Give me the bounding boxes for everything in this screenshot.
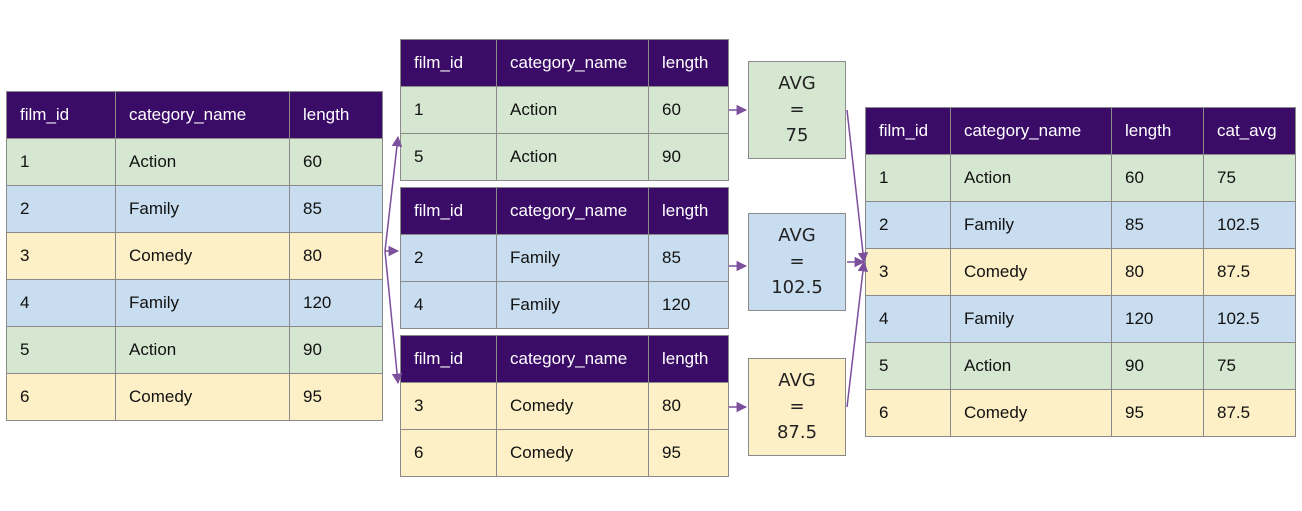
cell-category-name: Action (115, 326, 290, 374)
arrow-avg-action-to-result (846, 109, 869, 264)
avg-label: AVG (778, 370, 816, 391)
avg-value: 75 (785, 125, 809, 146)
avg-box-comedy: AVG = 87.5 (748, 358, 846, 456)
cell-category-name: Comedy (950, 389, 1112, 437)
avg-box-action: AVG = 75 (748, 61, 846, 159)
cell-cat-avg: 87.5 (1203, 389, 1296, 437)
header-category-name: category_name (496, 335, 649, 383)
cell-category-name: Comedy (950, 248, 1112, 296)
cell-length: 60 (289, 138, 383, 186)
arrow-source-to-action (384, 135, 403, 252)
cell-cat-avg: 75 (1203, 154, 1296, 202)
cell-length: 95 (648, 429, 729, 477)
avg-equals: = (789, 396, 805, 417)
cell-category-name: Comedy (496, 429, 649, 477)
cell-category-name: Action (496, 133, 649, 181)
cell-length: 120 (648, 281, 729, 329)
result-header-row: film_id category_name length cat_avg (865, 107, 1296, 155)
cell-length: 85 (1111, 201, 1204, 249)
header-film-id: film_id (400, 335, 497, 383)
avg-label: AVG (778, 73, 816, 94)
cell-category-name: Family (115, 185, 290, 233)
cell-length: 95 (289, 373, 383, 421)
avg-equals: = (789, 251, 805, 272)
cell-length: 80 (289, 232, 383, 280)
cell-category-name: Action (115, 138, 290, 186)
cell-film-id: 4 (6, 279, 116, 327)
cell-film-id: 5 (400, 133, 497, 181)
cell-film-id: 3 (400, 382, 497, 430)
avg-equals: = (789, 99, 805, 120)
header-category-name: category_name (950, 107, 1112, 155)
group-header-row: film_id category_name length (400, 39, 729, 87)
cell-film-id: 6 (865, 389, 951, 437)
header-category-name: category_name (496, 187, 649, 235)
avg-value: 87.5 (776, 422, 818, 443)
header-category-name: category_name (496, 39, 649, 87)
cell-film-id: 6 (6, 373, 116, 421)
cell-film-id: 5 (865, 342, 951, 390)
header-film-id: film_id (6, 91, 116, 139)
cell-length: 95 (1111, 389, 1204, 437)
cell-cat-avg: 102.5 (1203, 201, 1296, 249)
cell-cat-avg: 75 (1203, 342, 1296, 390)
cell-film-id: 6 (400, 429, 497, 477)
cell-length: 80 (648, 382, 729, 430)
cell-film-id: 2 (865, 201, 951, 249)
avg-box-family: AVG = 102.5 (748, 213, 846, 311)
header-length: length (648, 39, 729, 87)
cell-category-name: Action (950, 154, 1112, 202)
cell-film-id: 4 (400, 281, 497, 329)
header-length: length (648, 187, 729, 235)
avg-value: 102.5 (771, 277, 823, 298)
header-length: length (1111, 107, 1204, 155)
arrow-source-to-comedy (384, 250, 403, 385)
cell-category-name: Family (496, 281, 649, 329)
group-header-row: film_id category_name length (400, 187, 729, 235)
cell-film-id: 4 (865, 295, 951, 343)
cell-category-name: Action (950, 342, 1112, 390)
group-header-row: film_id category_name length (400, 335, 729, 383)
cell-category-name: Action (496, 86, 649, 134)
cell-length: 90 (648, 133, 729, 181)
cell-cat-avg: 87.5 (1203, 248, 1296, 296)
avg-label: AVG (778, 225, 816, 246)
cell-category-name: Family (115, 279, 290, 327)
cell-film-id: 1 (865, 154, 951, 202)
source-header-row: film_id category_name length (6, 91, 383, 139)
header-film-id: film_id (865, 107, 951, 155)
cell-category-name: Comedy (115, 373, 290, 421)
cell-length: 90 (289, 326, 383, 374)
cell-length: 85 (648, 234, 729, 282)
arrow-avg-comedy-to-result (846, 260, 869, 408)
